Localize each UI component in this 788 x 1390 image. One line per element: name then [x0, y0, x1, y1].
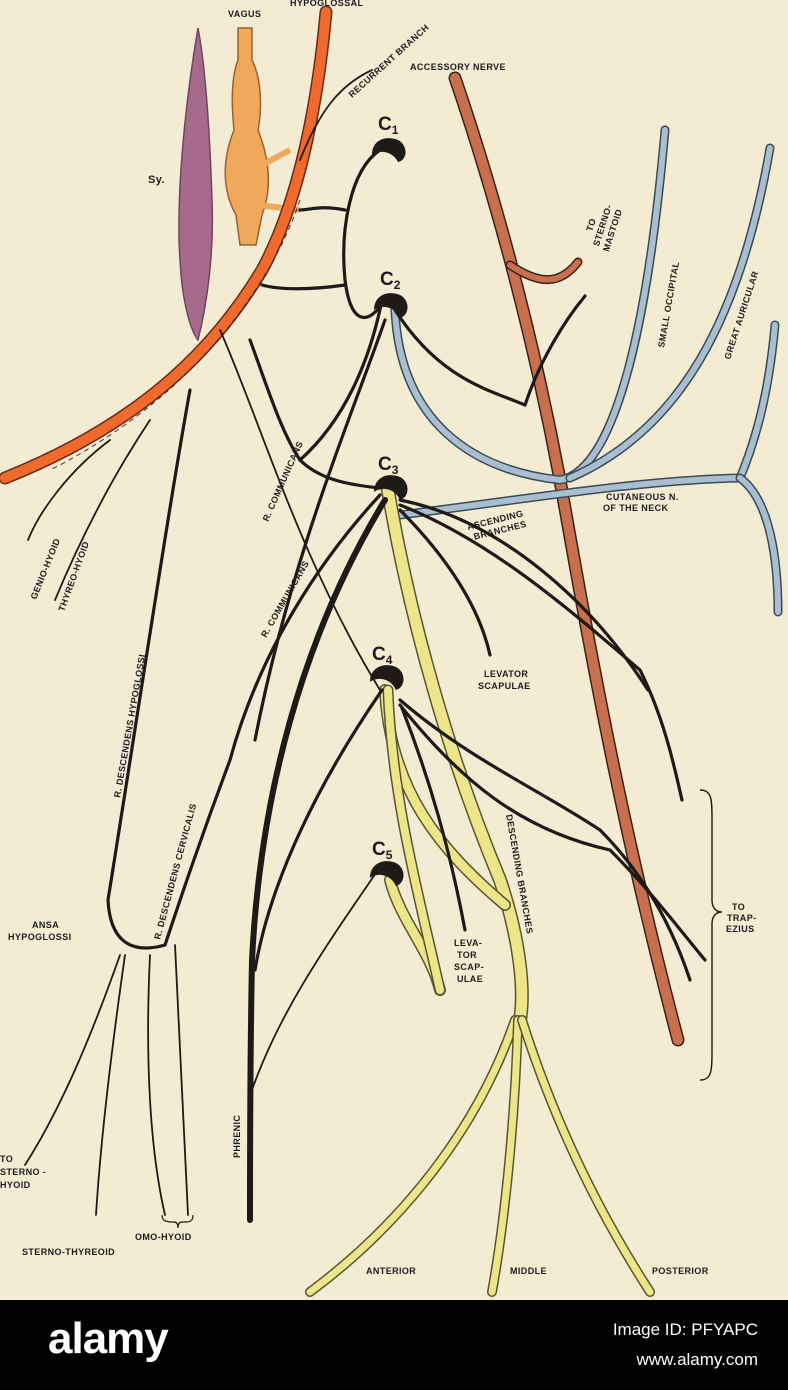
label-small-occipital: SMALL OCCIPITAL	[656, 261, 681, 349]
root-c3: C3	[378, 454, 399, 477]
svg-text:TO: TO	[732, 902, 745, 912]
label-omo-hyoid: OMO-HYOID	[135, 1232, 192, 1242]
root-c5: C5	[372, 839, 393, 862]
svg-text:LEVA-: LEVA-	[454, 938, 482, 948]
label-genio-hyoid: GENIO-HYOID	[29, 537, 63, 601]
recurrent-branch	[299, 69, 373, 161]
svg-text:SCAPULAE: SCAPULAE	[478, 681, 531, 691]
label-hypoglossal: HYPOGLOSSAL	[290, 0, 364, 8]
label-cutaneous-n: CUTANEOUS N. OF THE NECK	[603, 492, 679, 513]
svg-text:CUTANEOUS N.: CUTANEOUS N.	[606, 492, 679, 502]
svg-text:ANSA: ANSA	[32, 920, 59, 930]
label-great-auricular: GREAT AURICULAR	[722, 269, 760, 360]
label-levator-scapulae-1: LEVATOR SCAPULAE	[478, 669, 531, 691]
cutaneous-nerves	[390, 125, 783, 617]
image-id: Image ID: PFYAPC	[612, 1320, 758, 1339]
svg-text:ULAE: ULAE	[457, 974, 483, 984]
label-sy: Sy.	[148, 174, 165, 186]
label-to-trapezius: TO TRAP- EZIUS	[726, 902, 757, 934]
label-to-sterno-hyoid: TO STERNO - HYOID	[0, 1154, 46, 1190]
label-thyreo-hyoid: THYREO-HYOID	[56, 540, 91, 613]
root-knobs	[370, 138, 408, 886]
omo-hyoid-brace	[161, 1214, 194, 1229]
root-c4: C4	[372, 644, 393, 667]
brand-logo: alamy	[48, 1314, 169, 1363]
svg-text:SCAP-: SCAP-	[454, 962, 484, 972]
svg-text:EZIUS: EZIUS	[726, 924, 755, 934]
hypoglossal-nerve-fill	[0, 7, 331, 483]
label-phrenic: PHRENIC	[232, 1115, 242, 1158]
label-levator-scapulae-2: LEVA- TOR SCAP- ULAE	[454, 938, 484, 984]
label-vagus: VAGUS	[228, 9, 261, 19]
label-to-sterno-mastoid: TO STERNO- MASTOID	[584, 203, 624, 253]
cervical-plexus-svg: C1 C2 C3 C4 C5 HYPOGLOSSAL VAGUS RECURRE…	[0, 0, 783, 1297]
svg-text:LEVATOR: LEVATOR	[484, 669, 528, 679]
root-c2: C2	[380, 269, 401, 292]
label-accessory-nerve: ACCESSORY NERVE	[410, 62, 506, 72]
svg-text:OF THE NECK: OF THE NECK	[603, 503, 669, 513]
svg-text:HYOID: HYOID	[0, 1180, 31, 1190]
label-middle: MIDDLE	[510, 1266, 547, 1276]
descending-branches-yellow	[305, 483, 655, 1297]
svg-text:HYPOGLOSSI: HYPOGLOSSI	[8, 932, 72, 942]
root-c1: C1	[378, 114, 399, 137]
site-url: www.alamy.com	[636, 1350, 758, 1369]
vagus-nerve	[224, 27, 270, 246]
hypoglossal-sheath	[49, 199, 301, 471]
label-sterno-thyreoid: STERNO-THYREOID	[22, 1247, 115, 1257]
dark-nerves	[24, 148, 707, 1223]
watermark-footer: alamy Image ID: PFYAPC www.alamy.com	[0, 1300, 788, 1390]
svg-text:TO: TO	[584, 217, 598, 233]
label-posterior: POSTERIOR	[652, 1266, 709, 1276]
svg-text:TO: TO	[0, 1154, 13, 1164]
phrenic-nerve	[247, 497, 388, 1223]
svg-text:STERNO -: STERNO -	[0, 1167, 46, 1177]
trapezius-brace	[699, 789, 723, 1081]
nerve-diagram: C1 C2 C3 C4 C5 HYPOGLOSSAL VAGUS RECURRE…	[0, 0, 783, 1297]
label-ansa-hypoglossi: ANSA HYPOGLOSSI	[8, 920, 72, 942]
svg-text:TOR: TOR	[457, 950, 477, 960]
sympathetic-trunk	[178, 27, 214, 342]
label-r-descendens-hypoglossi: R. DESCENDENS HYPOGLOSSI	[112, 653, 147, 798]
svg-text:TRAP-: TRAP-	[727, 913, 757, 923]
label-anterior: ANTERIOR	[366, 1266, 416, 1276]
label-recurrent-branch: RECURRENT BRANCH	[347, 22, 431, 99]
